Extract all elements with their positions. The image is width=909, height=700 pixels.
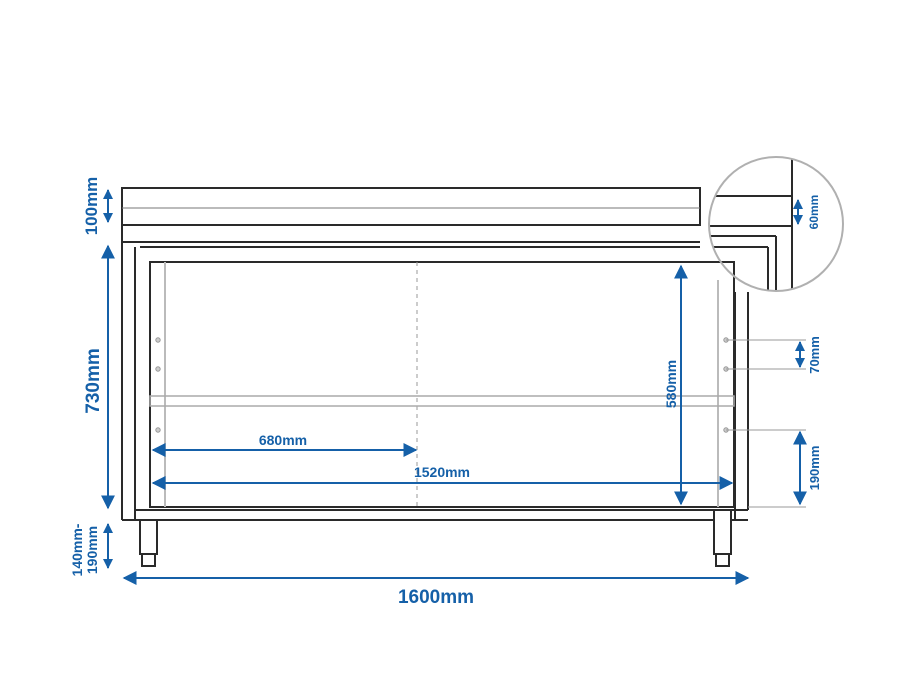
- label-inner-width: 1520mm: [414, 464, 470, 480]
- label-leg-height-2: 190mm: [84, 526, 100, 574]
- label-half-width: 680mm: [259, 432, 307, 448]
- dimension-labels: 100mm 730mm 140mm- 190mm 1600mm 1520mm 6…: [69, 177, 822, 608]
- label-total-width: 1600mm: [398, 587, 474, 608]
- cabinet-interior: [164, 262, 719, 507]
- shelf: [149, 395, 735, 407]
- label-leg-height-1: 140mm-: [69, 523, 85, 576]
- extension-lines: [726, 339, 806, 508]
- label-inner-height: 580mm: [663, 360, 679, 408]
- label-shelf-bottom: 190mm: [807, 446, 822, 491]
- table-body-frame: [121, 225, 749, 521]
- dimension-lines: [101, 189, 807, 585]
- table-top: [121, 187, 701, 248]
- shelf-holes: [155, 337, 729, 433]
- table-legs: [139, 509, 732, 567]
- label-detail-depth: 60mm: [807, 195, 821, 230]
- label-top-height: 100mm: [82, 177, 101, 236]
- label-shelf-spacing: 70mm: [807, 336, 822, 374]
- detail-magnifier: [708, 156, 844, 292]
- label-body-height: 730mm: [83, 348, 104, 414]
